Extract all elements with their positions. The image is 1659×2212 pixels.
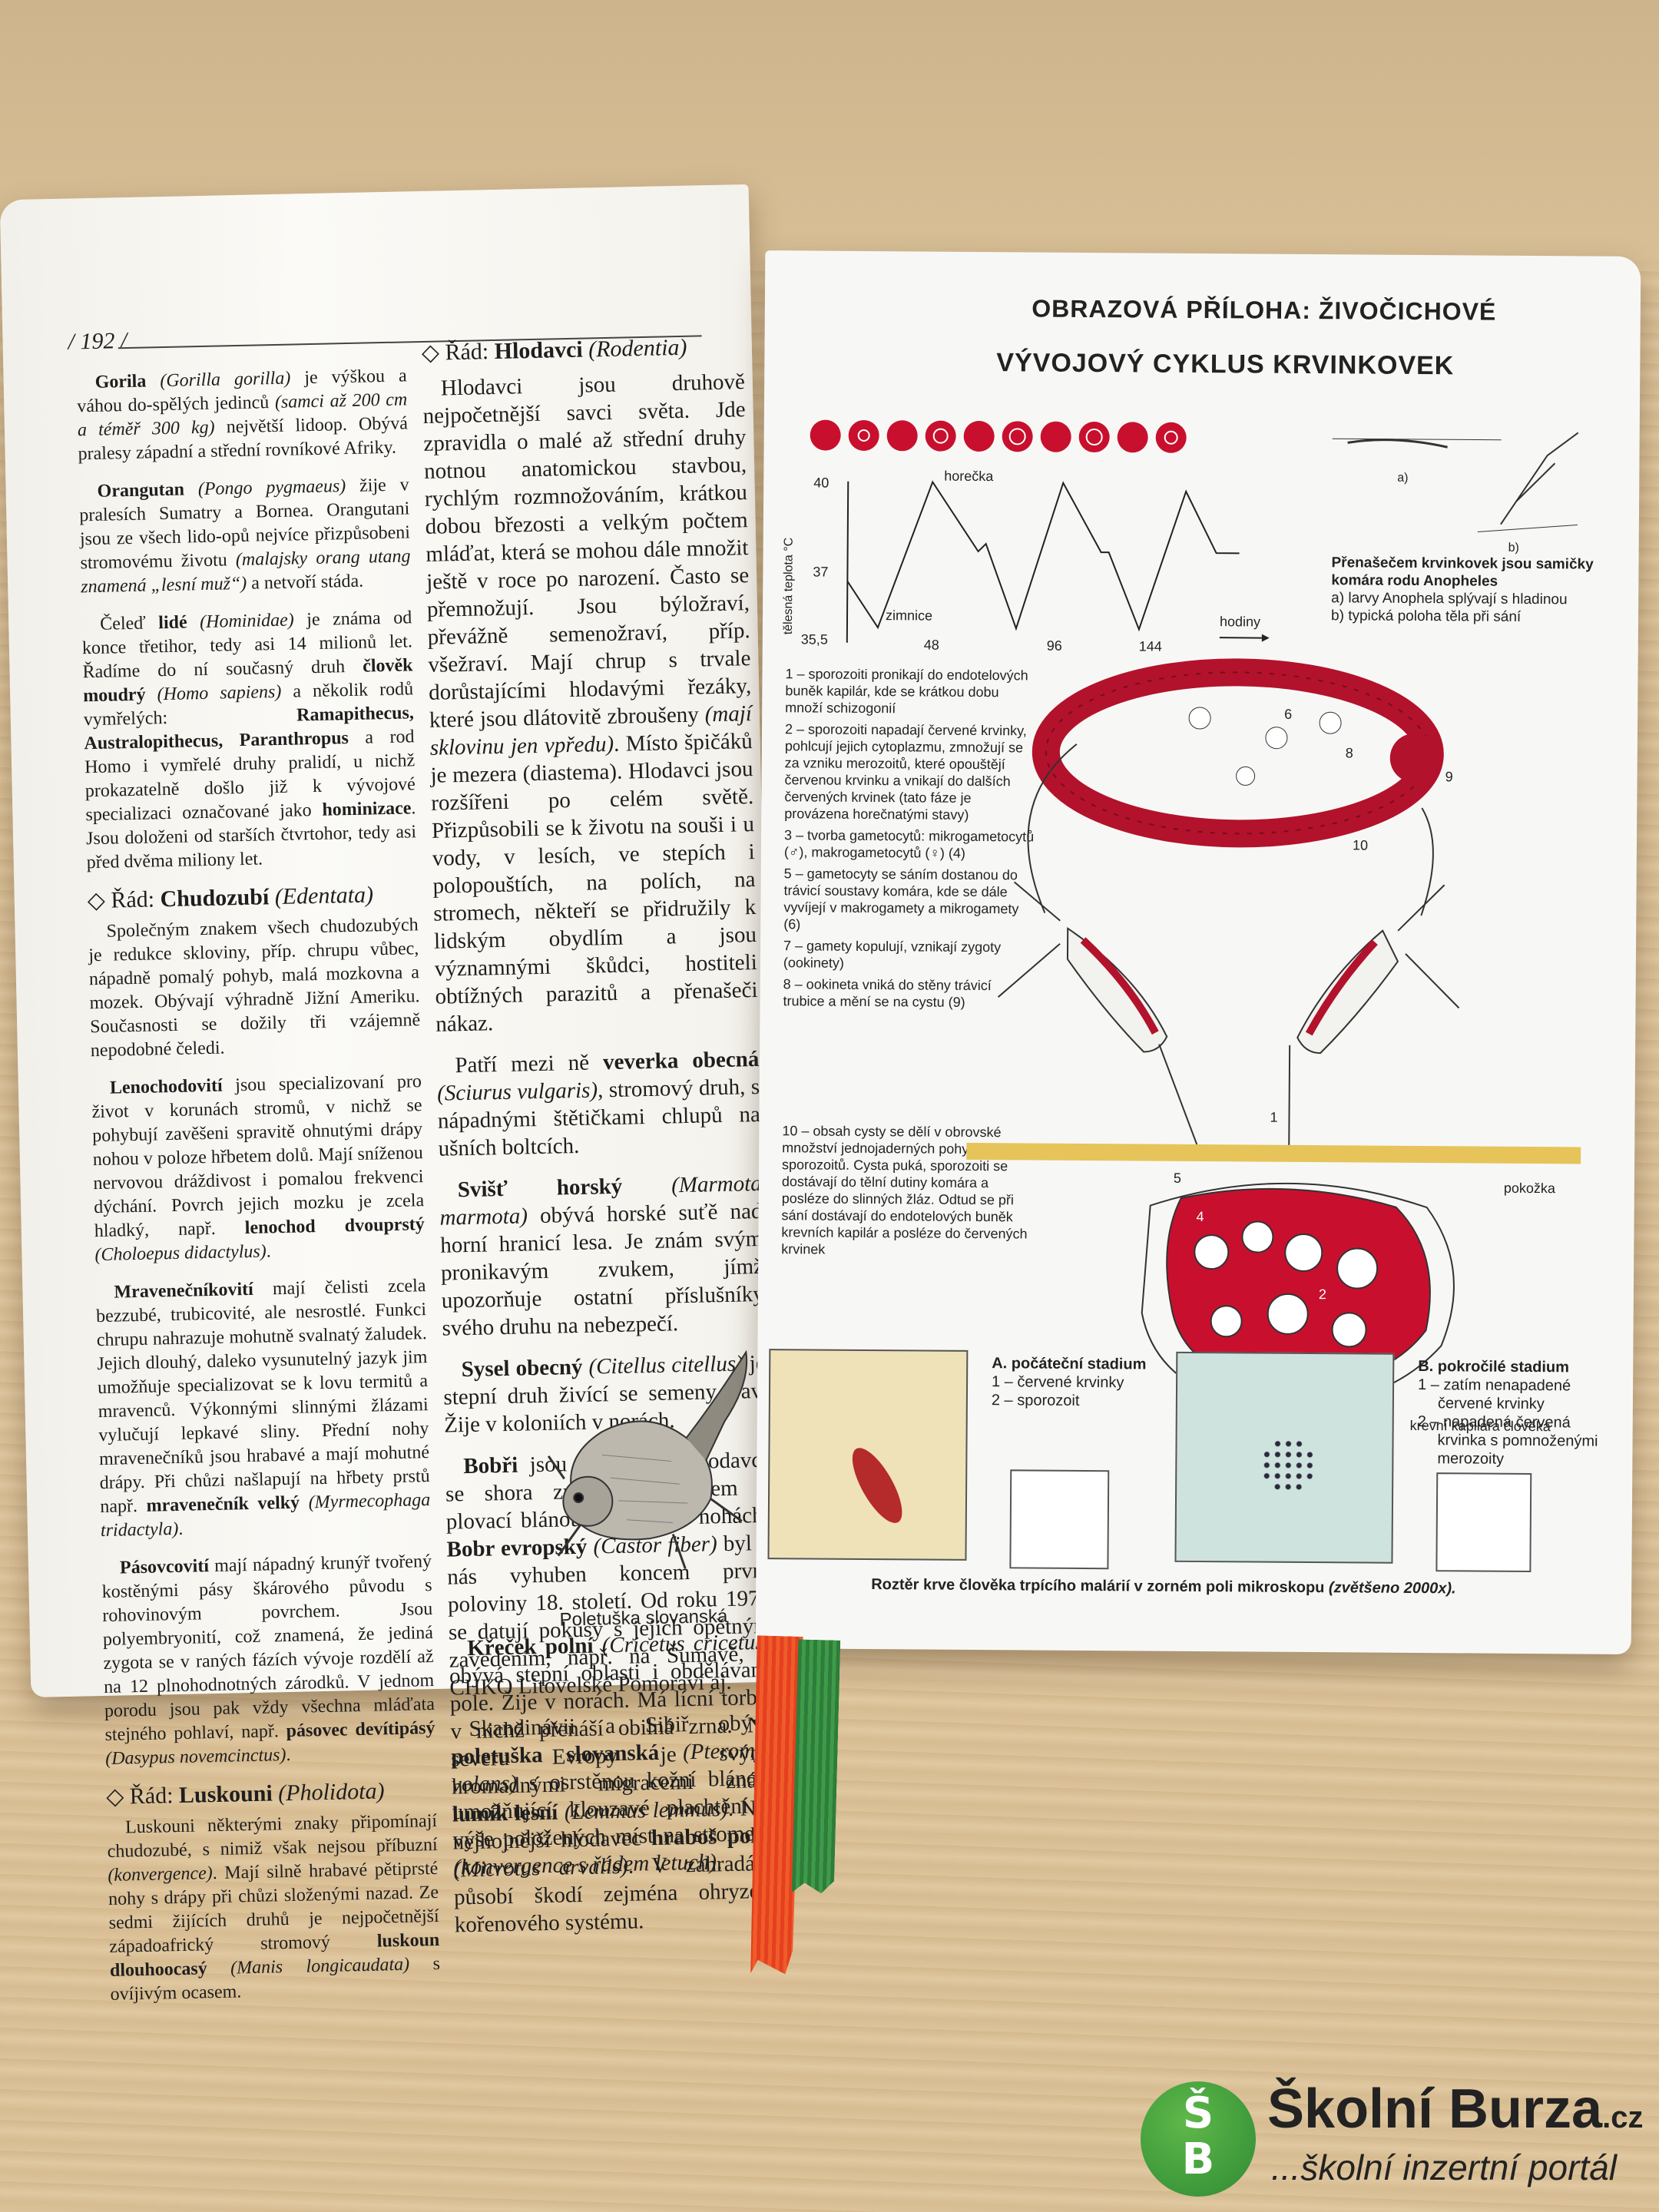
micrograph-b	[1174, 1351, 1395, 1564]
stage-b-sketch	[1435, 1472, 1532, 1573]
n5: 5	[1174, 1171, 1181, 1186]
text-paragraph: Hlodavci jsou druhově nejpočetnější savc…	[422, 369, 758, 1037]
red-blood-cells-row	[810, 419, 1187, 453]
fever-chart: 40 37 35,5 tělesná teplota °C horečka zi…	[782, 419, 1270, 654]
stage-b-line1b: červené krvinky	[1437, 1395, 1545, 1413]
text-paragraph: Patří mezi ně veverka obecná (Sciurus vu…	[436, 1046, 761, 1161]
stage-a-title: A. počáteční stadium	[992, 1355, 1147, 1373]
logo-letter-bottom: B	[1181, 2134, 1215, 2184]
text-paragraph: Lenochodovití jsou specializovaní pro ži…	[91, 1071, 426, 1266]
appendix-header: OBRAZOVÁ PŘÍLOHA: ŽIVOČICHOVÉ	[1031, 294, 1497, 326]
y-tick-40: 40	[813, 475, 829, 490]
page-title: VÝVOJOVÝ CYKLUS KRVINKOVEK	[996, 348, 1455, 381]
n8: 8	[1346, 745, 1353, 760]
green-bookmark-ribbon	[792, 1639, 841, 1893]
anopheles-caption-a: a) larvy Anophela splývají s hladinou	[1331, 590, 1568, 608]
stage-b: B. pokročilé stadium 1 – zatím nenapaden…	[1417, 1357, 1610, 1469]
y-tick-37: 37	[813, 564, 828, 579]
section-heading: ◇ Řád: Chudozubí (Edentata)	[87, 882, 374, 914]
left-column: Gorila (Gorilla gorilla) je výškou a váh…	[76, 364, 441, 2021]
right-column-bottom: Křeček polní (Cricetus cricetus) obývá s…	[449, 1628, 778, 1953]
label-skin: pokožka	[1504, 1181, 1556, 1196]
n10: 10	[1353, 837, 1368, 853]
logo-circle-icon	[1141, 2081, 1256, 2197]
stage-b-line1: 1 – zatím nenapadené	[1417, 1376, 1571, 1395]
x-tick-96: 96	[1047, 638, 1062, 654]
right-page: OBRAZOVÁ PŘÍLOHA: ŽIVOČICHOVÉ VÝVOJOVÝ C…	[755, 250, 1641, 1654]
logo-tagline: ...školní inzertní portál	[1271, 2147, 1617, 2187]
y-tick-35-5: 35,5	[801, 631, 828, 647]
text-paragraph: Čeleď lidé (Hominidae) je známa od konce…	[81, 608, 417, 873]
x-tick-144: 144	[1139, 638, 1162, 654]
stage-b-title: B. pokročilé stadium	[1418, 1358, 1570, 1376]
anopheles-caption-b: b) typická poloha těla při sání	[1330, 608, 1522, 625]
anopheles-caption: Přenašečem krvinkovek jsou samičky komár…	[1331, 554, 1624, 627]
flying-squirrel-illustration	[547, 1349, 748, 1569]
micrograph-caption: Roztěr krve člověka trpícího malárií v z…	[871, 1576, 1456, 1598]
micrograph-caption-text: Roztěr krve člověka trpícího malárií v z…	[871, 1576, 1325, 1597]
x-tick-48: 48	[924, 637, 939, 652]
micrograph-a	[767, 1349, 969, 1561]
logo-letter-top: Š	[1182, 2088, 1214, 2138]
n6: 6	[1284, 707, 1292, 722]
label-chills: zimnice	[886, 608, 932, 623]
stage-a-line2: 2 – sporozoit	[991, 1392, 1080, 1409]
text-paragraph: Gorila (Gorilla gorilla) je výškou a váh…	[77, 366, 409, 465]
merozoites-cluster	[1261, 1438, 1316, 1493]
watermark-logo: Š B Školní Burza.cz ...školní inzertní p…	[1141, 2078, 1647, 2208]
n4: 4	[1197, 1209, 1204, 1224]
squirrel-caption: Poletuška slovanská	[559, 1605, 728, 1631]
stage-b-line2c: merozoity	[1437, 1450, 1505, 1468]
logo-title: Školní Burza.cz	[1267, 2078, 1643, 2141]
micrograph-caption-italic: (zvětšeno 2000x).	[1328, 1579, 1456, 1598]
logo-title-text: Školní Burza	[1267, 2078, 1603, 2140]
stage-a-sketch	[1009, 1469, 1110, 1570]
text-paragraph: Luskouni některými znaky připomínají chu…	[107, 1810, 441, 2005]
anopheles-sketches: a) b)	[1332, 432, 1579, 555]
logo-tld: .cz	[1602, 2101, 1644, 2134]
stage-b-line2: 2 – napadená červená	[1417, 1413, 1571, 1432]
label-a: a)	[1397, 472, 1408, 485]
n1: 1	[1270, 1110, 1277, 1125]
label-capillary: krevní kapilára člověka	[1410, 1418, 1551, 1434]
label-fever: horečka	[944, 469, 994, 484]
page-number: / 192 /	[68, 328, 127, 355]
text-paragraph: Svišť horský (Marmota marmota) obývá hor…	[439, 1171, 765, 1341]
temperature-curve	[846, 480, 1240, 632]
sporozoite-shape	[843, 1441, 912, 1530]
life-cycle-diagram: 6 8 9 10 pokožka 1 5 4 2 3 krevní kapilá…	[966, 658, 1581, 1434]
y-axis-label: tělesná teplota °C	[782, 538, 796, 635]
x-axis-label: hodiny	[1220, 614, 1260, 629]
section-heading: ◇ Řád: Luskouni (Pholidota)	[105, 1778, 385, 1810]
text-paragraph: Orangutan (Pongo pygmaeus) žije v prales…	[79, 475, 411, 598]
n9: 9	[1445, 769, 1453, 784]
text-paragraph: Společným znakem všech chudozubých je re…	[88, 915, 421, 1061]
stage-a-line1: 1 – červené krvinky	[992, 1373, 1124, 1392]
anopheles-caption-title: Přenašečem krvinkovek jsou samičky komár…	[1331, 555, 1594, 590]
stage-a: A. počáteční stadium 1 – červené krvinky…	[992, 1354, 1161, 1411]
text-paragraph: Pásovcovití mají nápadný krunýř tvořený …	[101, 1551, 435, 1769]
left-page: / 192 / Gorila (Gorilla gorilla) je výšk…	[0, 184, 780, 2005]
label-b: b)	[1508, 541, 1519, 555]
section-heading: ◇ Řád: Hlodavci (Rodentia)	[421, 334, 687, 366]
n2: 2	[1319, 1286, 1326, 1302]
text-paragraph: Mravenečníkovití mají čelisti zcela bezz…	[95, 1276, 431, 1541]
stage-b-line2b: krvinka s pomnoženými	[1437, 1432, 1598, 1450]
text-paragraph: Křeček polní (Cricetus cricetus) obývá s…	[449, 1629, 777, 1938]
